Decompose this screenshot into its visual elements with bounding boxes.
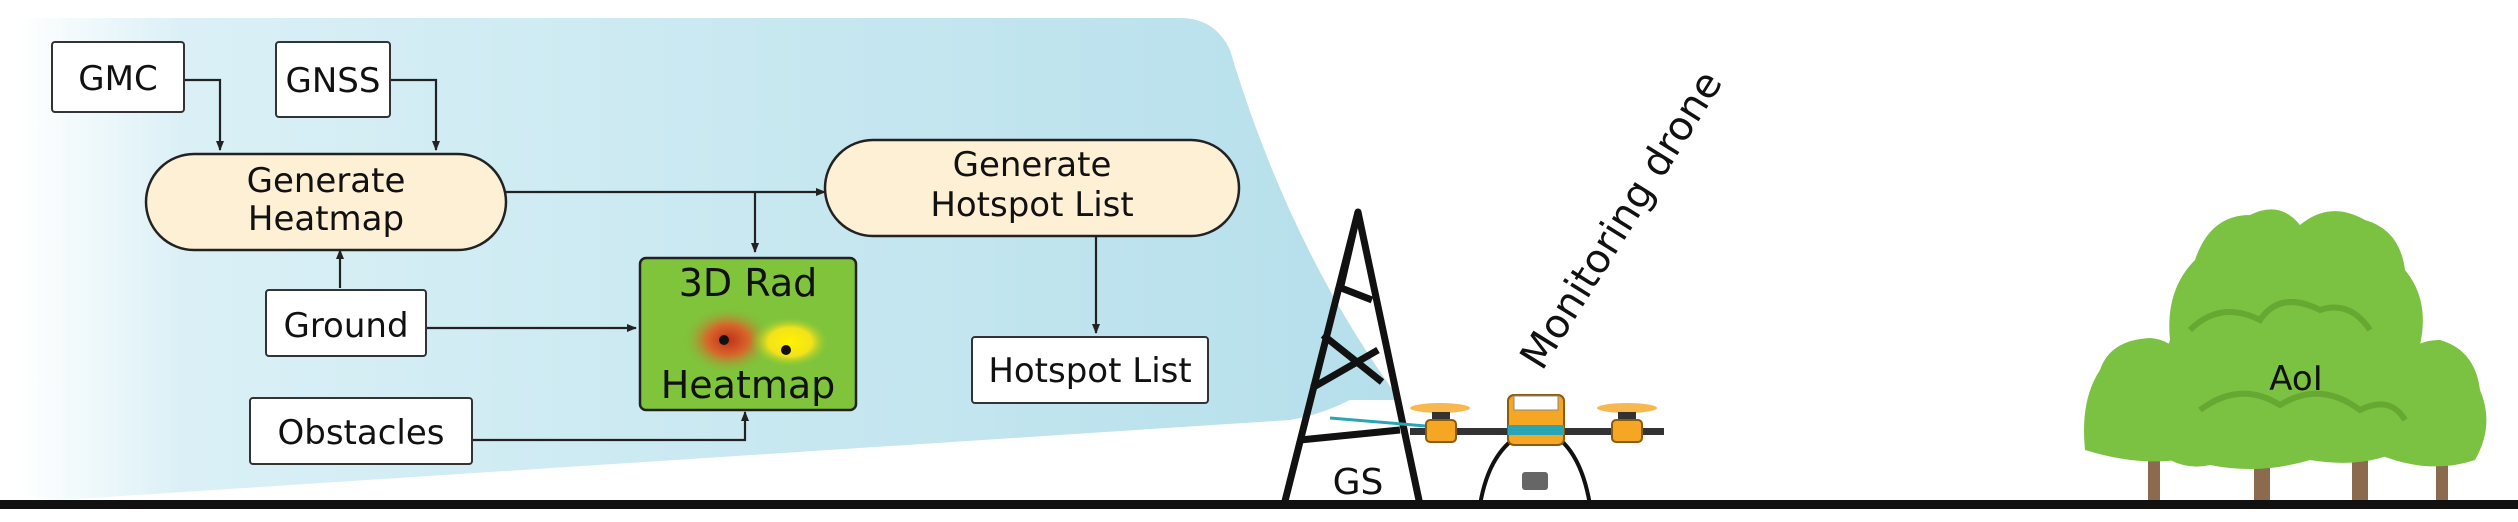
- generate-hotspot-process: Generate Hotspot List: [823, 138, 1241, 238]
- gs-label: GS: [1333, 462, 1384, 503]
- generate-heatmap-line2: Heatmap: [248, 199, 404, 239]
- generate-hotspot-line1: Generate: [953, 145, 1112, 185]
- ground-label: Ground: [283, 306, 408, 346]
- hotspot-marker-1: [719, 335, 729, 345]
- hotspot-marker-2: [781, 345, 791, 355]
- obstacles-box: Obstacles: [249, 397, 473, 465]
- gnss-label: GNSS: [286, 61, 381, 101]
- obstacles-label: Obstacles: [278, 413, 445, 453]
- monitoring-drone-label: Monitoring drone: [1511, 63, 1731, 377]
- generate-heatmap-line1: Generate: [247, 161, 406, 201]
- ground-station-tower: [1280, 208, 1424, 506]
- gmc-label: GMC: [78, 59, 157, 99]
- hotspot-list-box: Hotspot List: [971, 336, 1209, 404]
- generate-heatmap-process: Generate Heatmap: [144, 152, 508, 252]
- gnss-box: GNSS: [275, 41, 391, 118]
- heatmap-3d-rad: 3D Rad Heatmap: [638, 256, 858, 412]
- heatmap-line1: 3D Rad: [679, 261, 818, 305]
- generate-hotspot-line2: Hotspot List: [930, 185, 1133, 225]
- hotspot-yellow: [750, 316, 830, 368]
- drone-icon: [1410, 394, 1664, 506]
- arrow-gnss-to-heatmap: [388, 78, 440, 151]
- gmc-box: GMC: [51, 41, 185, 113]
- ground-box: Ground: [265, 289, 427, 357]
- heatmap-line2: Heatmap: [661, 363, 836, 407]
- arrow-obstacles-to-3drad: [472, 411, 749, 442]
- ground-line: [0, 500, 2518, 509]
- hotspot-list-label: Hotspot List: [988, 351, 1191, 391]
- area-of-interest-trees: [2084, 209, 2487, 505]
- connectors: [160, 78, 1100, 442]
- aoi-label: AoI: [2269, 359, 2323, 399]
